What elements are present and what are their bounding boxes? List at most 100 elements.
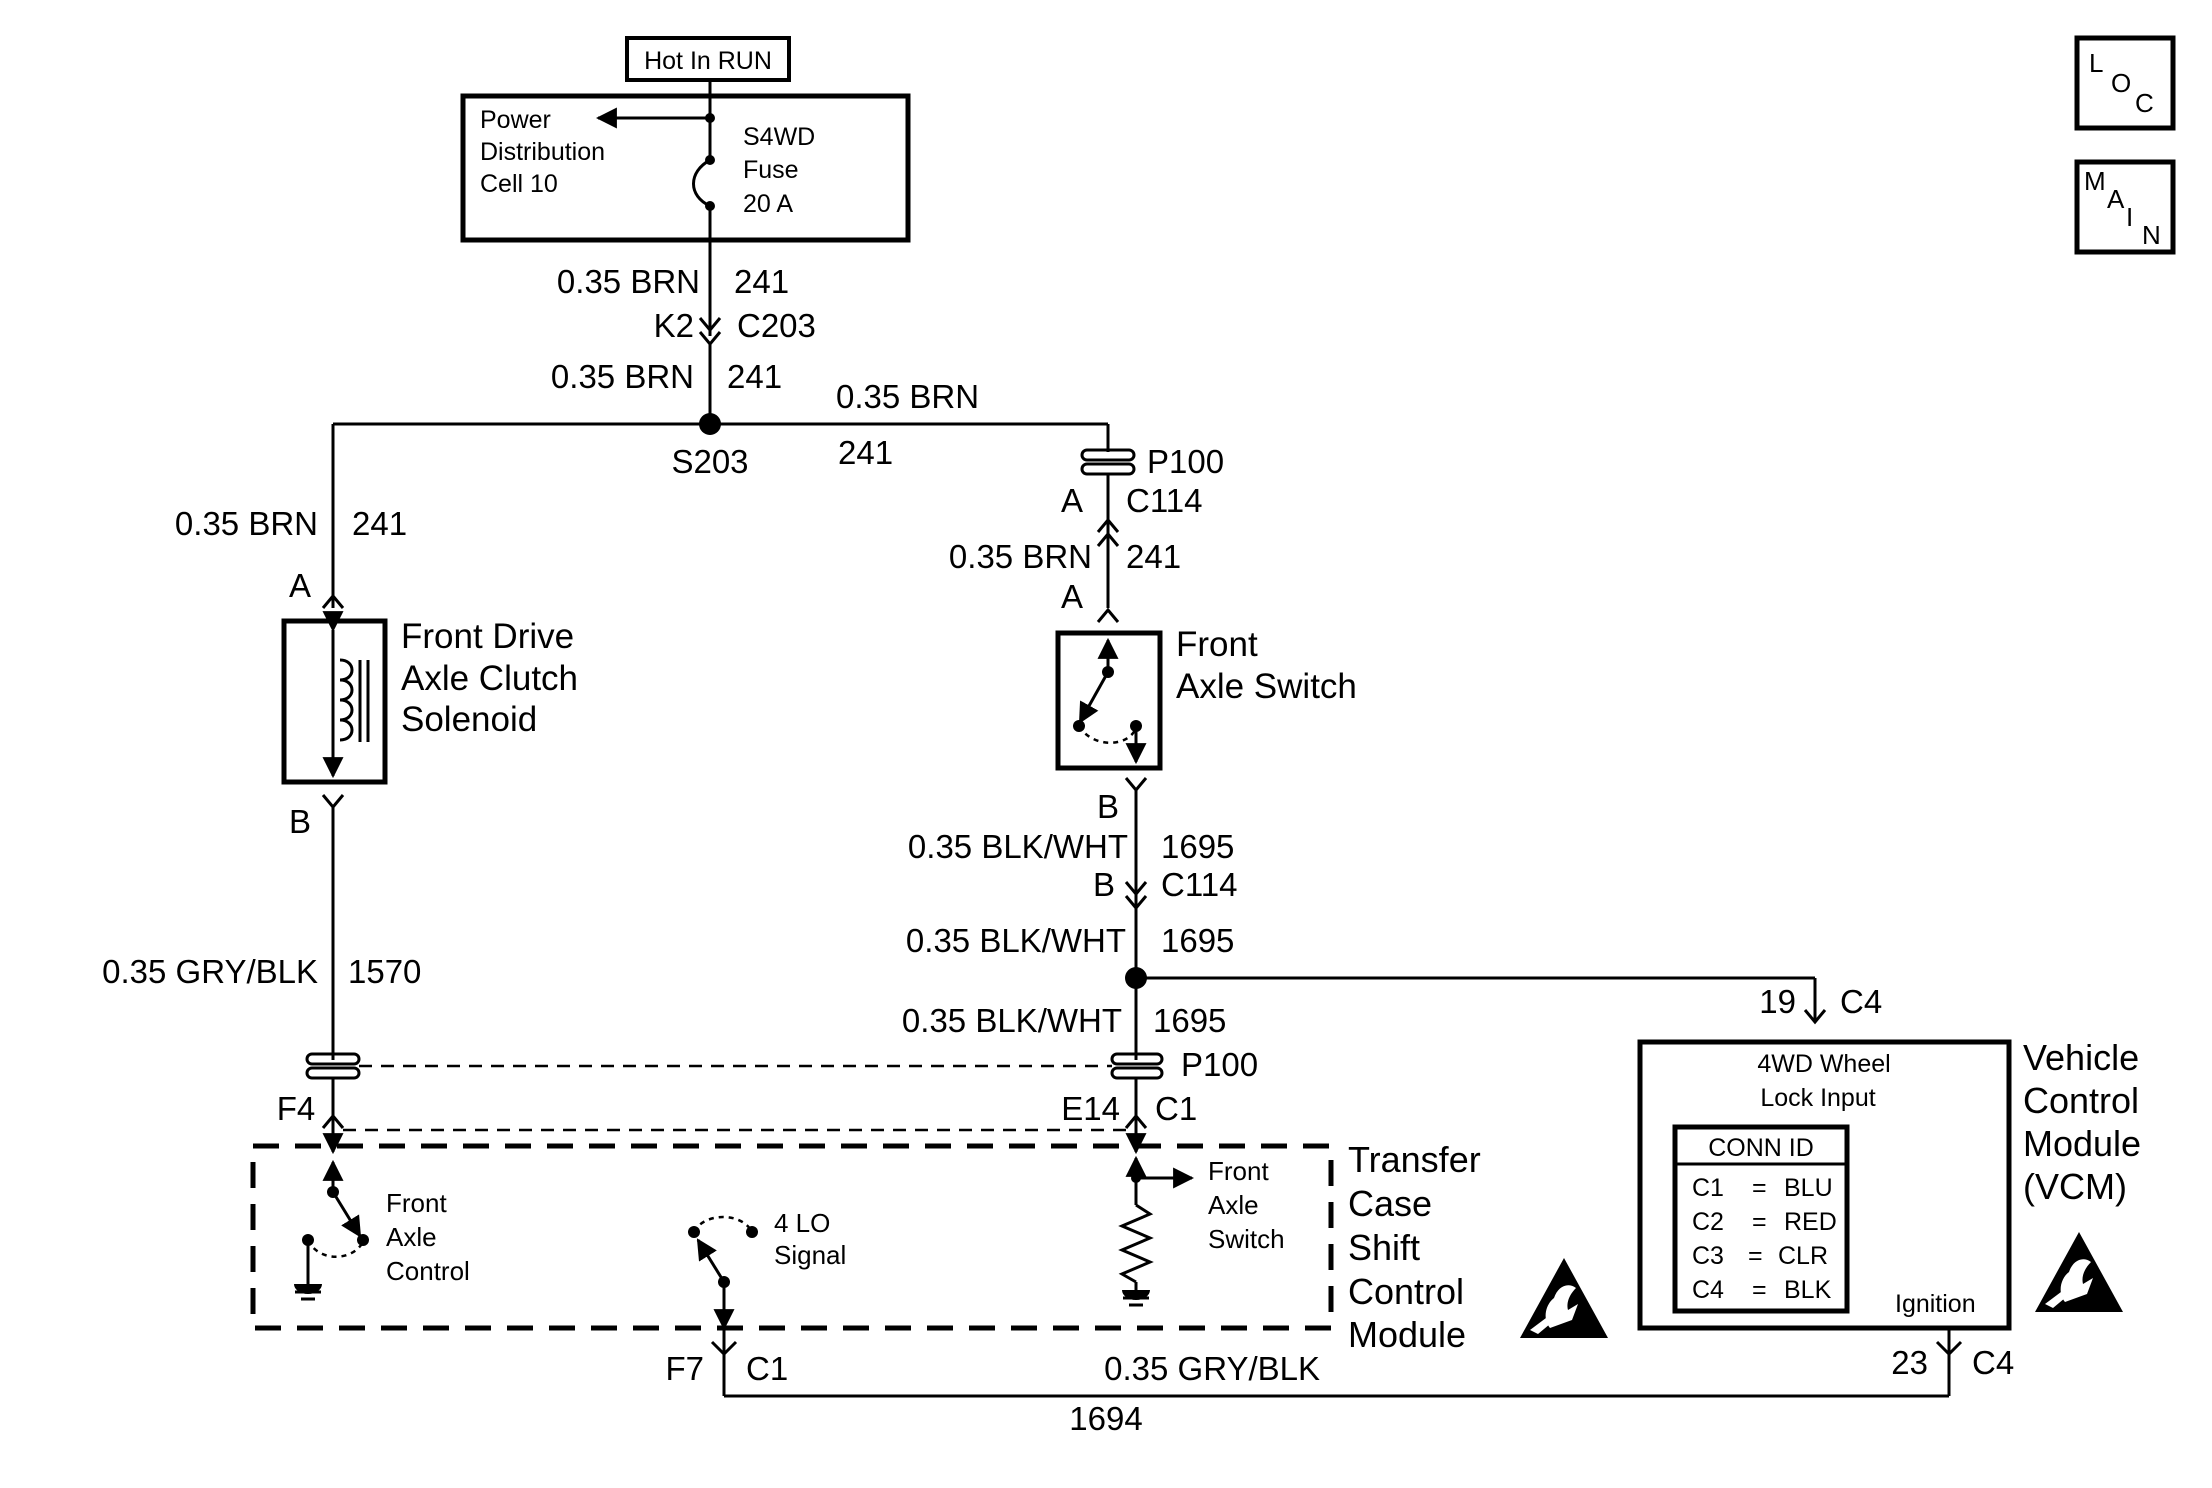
hot-in-run-text: Hot In RUN — [644, 47, 772, 75]
pin-f7-terminal — [710, 1340, 738, 1357]
conn-id-eq: = — [1748, 1242, 1763, 1270]
connector-label: C4 — [1972, 1344, 2014, 1381]
conn-id-pin: C3 — [1692, 1242, 1724, 1270]
power-source-line1: Power — [480, 106, 551, 134]
pin-label: 23 — [1891, 1344, 1928, 1381]
solenoid-coil — [339, 658, 354, 742]
ground-icon — [294, 1284, 322, 1301]
conn-id-row: C2 = RED — [1692, 1208, 1837, 1236]
conn-id-eq: = — [1752, 1174, 1767, 1202]
loc-letter-l: L — [2089, 48, 2103, 78]
4lo-signal-switch — [688, 1215, 758, 1331]
vcm-ignition-label: Ignition — [1895, 1290, 1976, 1318]
wire-gauge-label: 0.35 BLK/WHT — [906, 922, 1126, 959]
wire-circuit-label: 241 — [1126, 538, 1181, 575]
wire-gauge-label: 0.35 BRN — [949, 538, 1092, 575]
main-button[interactable]: M A I N — [2074, 159, 2176, 255]
inline-connector-p100-top — [1080, 448, 1136, 476]
power-source-line2: Distribution — [480, 138, 605, 166]
solenoid-label-line3: Solenoid — [401, 700, 537, 739]
conn-id-table: CONN ID C1 = BLU C2 = RED C3 = CLR C4 = … — [1672, 1124, 1850, 1314]
esd-warning-icon — [1520, 1258, 1608, 1338]
conn-id-color: RED — [1784, 1208, 1837, 1236]
vcm-box — [1637, 1039, 2012, 1331]
connector-c203-pin — [698, 317, 722, 333]
switch-label-line2: Axle Switch — [1176, 667, 1357, 706]
vcm-label-line3: Module — [2023, 1123, 2141, 1164]
fuse-symbol — [692, 158, 711, 208]
main-letter-i: I — [2126, 202, 2133, 232]
tccm-label-line1: Transfer — [1348, 1139, 1481, 1180]
ground-icon — [1122, 1290, 1150, 1307]
wire-gauge-label: 0.35 BLK/WHT — [908, 828, 1128, 865]
hot-in-run-label: Hot In RUN — [625, 36, 791, 82]
vcm-input-label-2: Lock Input — [1760, 1084, 1875, 1112]
connector-label: C114 — [1161, 866, 1237, 903]
tccm-label-line4: Control — [1348, 1271, 1464, 1312]
wire-circuit-label: 1695 — [1153, 1002, 1226, 1039]
pin-a-terminal — [321, 593, 345, 609]
power-distribution-box: Power Distribution Cell 10 S4WD Fuse 20 … — [460, 93, 911, 243]
conn-id-eq: = — [1752, 1276, 1767, 1304]
wire-circuit-label: 1695 — [1161, 828, 1234, 865]
loc-button[interactable]: L O C — [2074, 35, 2176, 131]
loc-button-frame — [2074, 35, 2176, 131]
vcm-label-line2: Control — [2023, 1080, 2139, 1121]
conn-id-row: C3 = CLR — [1692, 1242, 1828, 1270]
wire-circuit-label: 241 — [734, 263, 789, 300]
vcm-pin-23 — [1935, 1340, 1963, 1357]
wire-gauge-label: 0.35 BRN — [836, 378, 979, 415]
4lo-label-1: 4 LO — [774, 1208, 830, 1238]
tccm-label-line5: Module — [1348, 1314, 1466, 1355]
fuse-rating: 20 A — [743, 190, 793, 218]
connector-pin-label: K2 — [654, 307, 694, 344]
wire-circuit-label: 1695 — [1161, 922, 1234, 959]
front-axle-switch — [1055, 630, 1163, 771]
4lo-label-2: Signal — [774, 1240, 846, 1270]
wire-gauge-label: 0.35 GRY/BLK — [102, 953, 318, 990]
conn-id-pin: C4 — [1692, 1276, 1724, 1304]
cavity-label: E14 — [1061, 1090, 1120, 1127]
front-axle-switch-input-label-3: Switch — [1208, 1224, 1285, 1254]
wire-gauge-label: 0.35 BRN — [551, 358, 694, 395]
switch-contact — [1078, 671, 1110, 724]
solenoid-label-line2: Axle Clutch — [401, 659, 578, 698]
vcm-input-label-1: 4WD Wheel — [1757, 1050, 1890, 1078]
conn-id-pin: C2 — [1692, 1208, 1724, 1236]
cavity-label: F4 — [277, 1090, 316, 1127]
connector-label: C203 — [737, 307, 816, 344]
front-axle-control-label-1: Front — [386, 1188, 447, 1218]
power-source-line3: Cell 10 — [480, 170, 558, 198]
esd-warning-icon — [2035, 1232, 2123, 1312]
main-letter-n: N — [2142, 220, 2161, 250]
connector-label: C114 — [1126, 482, 1202, 519]
front-axle-control-label-2: Axle — [386, 1222, 437, 1252]
pin-label: A — [289, 567, 311, 604]
pin-label: B — [289, 803, 311, 840]
fuse-word: Fuse — [743, 156, 799, 184]
vcm-label-line4: (VCM) — [2023, 1166, 2127, 1207]
vcm-label-line1: Vehicle — [2023, 1037, 2139, 1078]
wire-circuit-label: 1694 — [1069, 1400, 1142, 1437]
connector-pin-label: A — [1061, 482, 1083, 519]
conn-id-title: CONN ID — [1708, 1134, 1814, 1162]
wire-gauge-label: 0.35 BLK/WHT — [902, 1002, 1122, 1039]
connector-label: C4 — [1840, 983, 1882, 1020]
conn-id-color: BLK — [1784, 1276, 1832, 1304]
front-axle-control-label-3: Control — [386, 1256, 470, 1286]
splice-s203-dot — [699, 413, 721, 435]
main-letter-a: A — [2107, 184, 2125, 214]
wire-gauge-label: 0.35 BRN — [557, 263, 700, 300]
splice-label: S203 — [671, 443, 748, 480]
wire-circuit-label: 241 — [838, 434, 893, 471]
connector-label: C1 — [746, 1350, 788, 1387]
conn-id-eq: = — [1752, 1208, 1767, 1236]
front-axle-switch-input-label-2: Axle — [1208, 1190, 1259, 1220]
conn-id-row: C1 = BLU — [1692, 1174, 1833, 1202]
front-axle-switch-input-label-1: Front — [1208, 1156, 1269, 1186]
connector-label: P100 — [1181, 1046, 1258, 1083]
conn-id-color: CLR — [1778, 1242, 1828, 1270]
pin-label: B — [1097, 788, 1119, 825]
pull-down-resistor — [1118, 1203, 1154, 1284]
connector-label: C1 — [1155, 1090, 1197, 1127]
